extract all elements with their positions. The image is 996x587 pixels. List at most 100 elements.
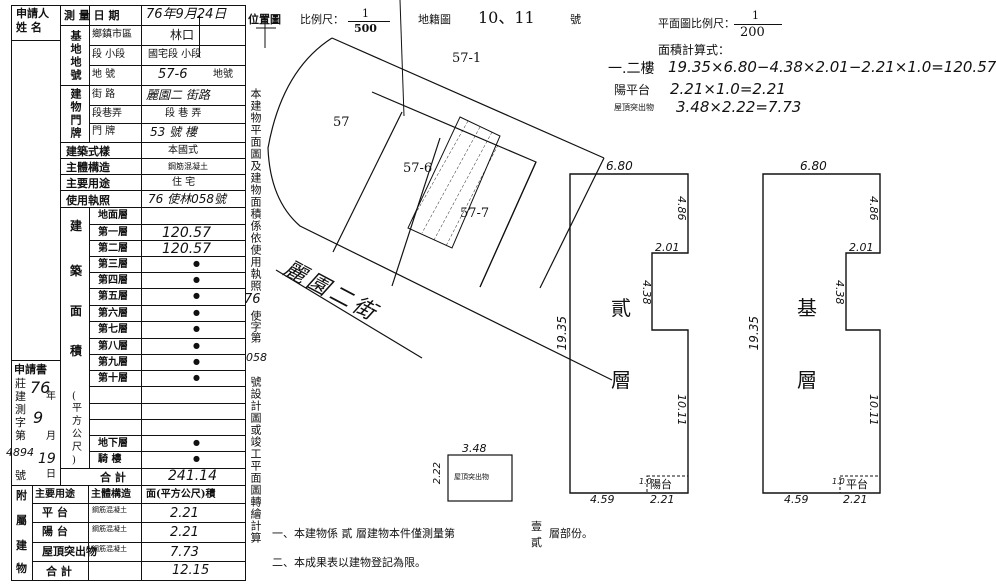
floor-row-label: 第六層: [98, 308, 128, 319]
annex-total-value: 12.15: [172, 563, 210, 578]
vertical-note: 本建物平面圖及建物面積係依使用執照: [249, 88, 262, 292]
floor-total-label: 合 計: [100, 471, 126, 484]
note-2: 二、本成果表以建物登記為限。: [272, 556, 426, 569]
lot-ref-label: 地籍圖: [418, 13, 451, 26]
floor-row-label: 騎 樓: [98, 454, 122, 465]
location-scale-label: 比例尺：: [300, 13, 344, 26]
dim-bottom-left-base: 4.59: [784, 493, 809, 506]
plan-scale-label: 平面圖比例尺：: [658, 17, 735, 30]
dim-top-base: 6.80: [800, 159, 827, 173]
lot-value: 57-6: [158, 67, 188, 82]
floor-row-label: 地面層: [98, 210, 128, 221]
dim-height: 19.35: [555, 316, 569, 351]
unit-char: 方: [72, 416, 82, 427]
floor-row-value: 120.57: [162, 241, 211, 257]
base-location-label: 基地地號: [69, 30, 82, 82]
floor-area-char: 積: [70, 344, 83, 358]
annex-row-struct: 鋼筋混凝土: [92, 506, 127, 514]
floor2-char-2: 層: [611, 368, 631, 392]
platform-label: 平台: [846, 478, 868, 491]
floor-row-label: 第二層: [98, 243, 128, 254]
vertical-note-3: 號設計圖或竣工平面圖轉繪計算: [249, 376, 262, 544]
location-map: [256, 0, 613, 381]
floor-row-value: ●: [193, 259, 200, 268]
permit-value: 76 使林058號: [148, 192, 226, 206]
calc-label-2: 陽平台: [614, 83, 651, 97]
location-scale-den: 500: [354, 22, 377, 35]
note-1: 一、本建物係 貳 層建物本件僅測量第: [272, 527, 455, 540]
survey-date-value: 76年9月24日: [146, 7, 227, 22]
floor-row-value: ●: [193, 308, 200, 317]
annex-col-area: 面(平方公尺)積: [146, 489, 216, 500]
applicant-name-label: 姓 名: [16, 21, 42, 34]
vertical-note-permit: 058: [246, 351, 267, 364]
dim-step-v: 4.38: [640, 280, 653, 305]
parcel-57: 57: [333, 115, 350, 130]
unit-char: 尺: [72, 442, 82, 453]
calc-label-1: 一.二樓: [608, 61, 655, 77]
floor-total-value: 241.14: [168, 468, 217, 484]
annex-col-use: 主要用途: [35, 489, 75, 500]
structure-value: 鋼筋混凝土: [168, 162, 208, 171]
base-char-1: 基: [797, 296, 817, 320]
calc-title: 面積計算式：: [658, 43, 731, 57]
town-label: 鄉鎮市區: [92, 29, 132, 40]
section-label: 段 小段: [92, 49, 126, 60]
dim-balcony-h: 1.0: [639, 477, 652, 486]
calc-label-3: 屋頂突出物: [614, 103, 654, 112]
parcel-57-6: 57-6: [403, 161, 433, 176]
note-1-tail2: 貳: [531, 536, 542, 549]
calc-formula-1: 19.35×6.80−4.38×2.01−2.21×1.0=120.57: [668, 58, 996, 76]
annex-char: 屬: [16, 514, 27, 527]
roof-box-label: 屋頂突出物: [454, 473, 489, 481]
floor-row-value: ●: [193, 438, 200, 447]
floor-row-label: 第十層: [98, 373, 128, 384]
parcel-57-1: 57-1: [452, 51, 482, 66]
floor-area-char: 築: [70, 264, 83, 278]
calc-formula-2: 2.21×1.0=2.21: [670, 80, 786, 98]
annex-row-use: 平 台: [42, 506, 68, 519]
structure-label: 主體構造: [66, 161, 110, 174]
annex-row-area: 2.21: [170, 506, 199, 521]
floor-row-label: 第八層: [98, 341, 128, 352]
floor-row-value: ●: [193, 341, 200, 350]
application-year: 76: [30, 378, 51, 397]
floor-row-label: 第七層: [98, 324, 128, 335]
application-number: 4894: [6, 446, 34, 459]
number-value: 53 號 樓: [150, 125, 197, 139]
unit-char: (: [72, 391, 76, 402]
annex-total-label: 合 計: [46, 565, 72, 578]
annex-char: 附: [16, 489, 27, 502]
floor-row-label: 地下層: [98, 438, 128, 449]
application-day-unit: 日: [46, 469, 56, 480]
note-1-end: 層部份。: [549, 527, 593, 540]
number-label: 門 牌: [92, 126, 116, 137]
floor-area-char: 建: [70, 219, 83, 233]
dim-right-lower-base: 10.11: [867, 394, 880, 426]
vertical-note-num: 76: [244, 292, 261, 307]
style-value: 本國式: [168, 145, 198, 156]
floor-row-value: ●: [193, 454, 200, 463]
plan-scale-num: 1: [752, 9, 759, 22]
unit-char: 平: [72, 403, 82, 414]
floor-row-value: ●: [193, 357, 200, 366]
lot-ref: 10、11: [478, 8, 535, 27]
annex-row-struct: 鋼筋混凝土: [92, 545, 127, 553]
floor-area-char: 面: [70, 304, 83, 318]
annex-row-struct: 鋼筋混凝土: [92, 525, 127, 533]
dim-bottom-right-base: 2.21: [843, 493, 868, 506]
application-year-unit: 年: [46, 391, 56, 402]
app-char: 莊: [15, 377, 26, 390]
annex-char: 物: [16, 562, 27, 575]
floor-row-label: 第四層: [98, 275, 128, 286]
section-value: 國宅段 小段: [148, 49, 202, 60]
street-label: 街 路: [92, 89, 116, 100]
dim-balcony-h-base: 1.0: [832, 477, 845, 486]
dim-step: 2.01: [655, 241, 680, 254]
location-scale-num: 1: [362, 7, 369, 20]
lane-value: 段 巷 弄: [165, 108, 202, 119]
roof-width: 3.48: [462, 442, 487, 455]
floor-row-label: 第五層: [98, 291, 128, 302]
dim-step-base: 2.01: [849, 241, 874, 254]
app-char: 字: [15, 416, 26, 429]
